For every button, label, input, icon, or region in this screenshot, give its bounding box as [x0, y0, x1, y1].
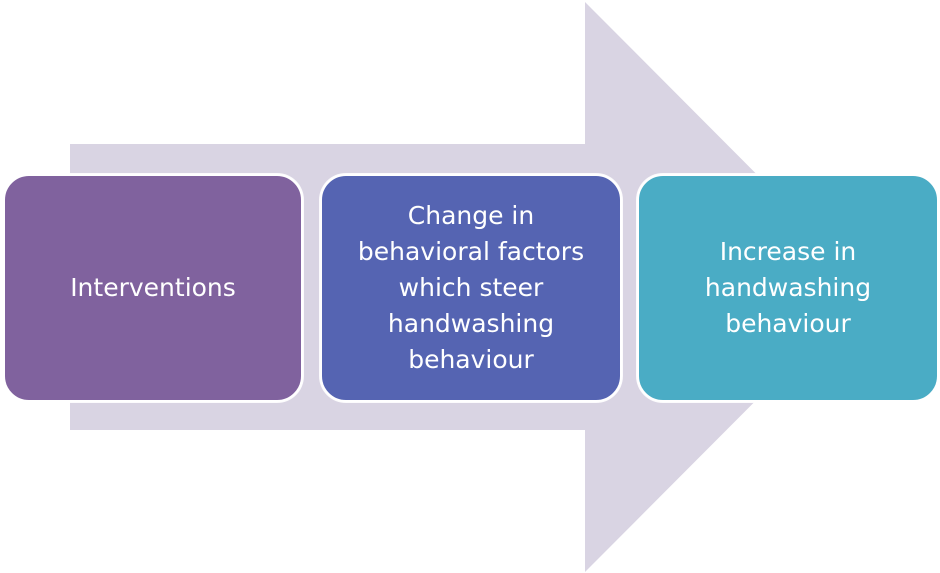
- step-label: Change in behavioral factors which steer…: [357, 201, 585, 374]
- step-box-handwashing-increase: Increase in handwashing behaviour: [637, 174, 939, 402]
- step-label: Interventions: [70, 273, 236, 302]
- step-box-interventions: Interventions: [3, 174, 303, 402]
- step-label: Increase in handwashing behaviour: [704, 237, 872, 338]
- step-box-behavioral-factors: Change in behavioral factors which steer…: [320, 174, 622, 402]
